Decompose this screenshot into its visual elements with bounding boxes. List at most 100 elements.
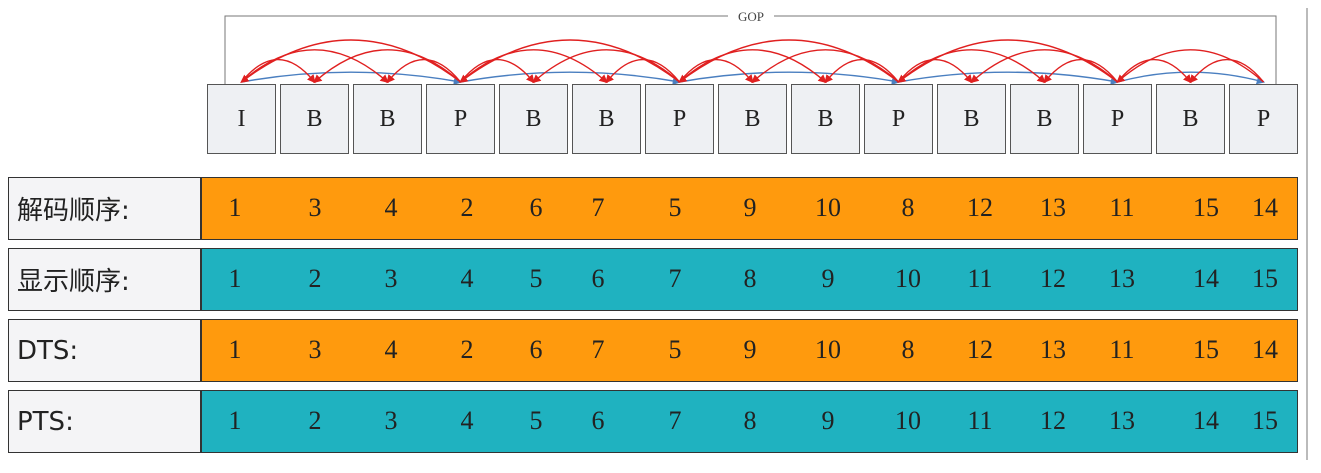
reference-arrow-red: [386, 59, 462, 84]
reference-arrow-red: [459, 59, 535, 84]
order-value: 3: [308, 335, 322, 364]
order-value: 2: [460, 335, 474, 364]
row-label: 解码顺序:: [8, 177, 201, 240]
order-value: 7: [591, 193, 605, 222]
frame-box: B: [353, 84, 422, 154]
order-value: 14: [1193, 406, 1219, 435]
frame-box: B: [718, 84, 787, 154]
order-value: 4: [460, 264, 474, 293]
reference-arrow-blue: [1117, 71, 1266, 85]
reference-arrows: [240, 39, 1266, 85]
order-value: 7: [668, 406, 682, 435]
reference-arrow-blue: [460, 71, 682, 85]
reference-arrow-blue: [241, 71, 463, 85]
order-value: 13: [1109, 406, 1135, 435]
reference-arrow-red: [678, 59, 754, 84]
order-value: 3: [308, 193, 322, 222]
frame-box: B: [572, 84, 641, 154]
order-value: 9: [743, 335, 757, 364]
order-value: 15: [1193, 193, 1219, 222]
order-value: 7: [668, 264, 682, 293]
order-value: 15: [1252, 264, 1278, 293]
reference-arrow-red: [679, 49, 827, 84]
order-value: 5: [668, 335, 682, 364]
order-value: 4: [384, 335, 398, 364]
frame-box: B: [937, 84, 1006, 154]
reference-arrow-red: [532, 49, 680, 84]
reference-arrow-blue: [679, 71, 901, 85]
order-value: 8: [901, 335, 915, 364]
order-value: 9: [821, 406, 835, 435]
order-value: 4: [460, 406, 474, 435]
reference-arrow-red: [1189, 59, 1265, 84]
frame-box: B: [280, 84, 349, 154]
reference-arrow-red: [897, 59, 973, 84]
order-value: 2: [308, 406, 322, 435]
order-value: 12: [1040, 264, 1066, 293]
order-value: 7: [591, 335, 605, 364]
order-value: 1: [228, 193, 242, 222]
order-value: 14: [1252, 193, 1278, 222]
reference-arrow-red: [897, 39, 1118, 84]
order-value: 13: [1040, 335, 1066, 364]
order-value: 14: [1193, 264, 1219, 293]
order-value: 5: [529, 264, 543, 293]
row-label: DTS:: [8, 319, 201, 382]
reference-arrow-red: [1043, 59, 1119, 84]
order-value: 3: [384, 406, 398, 435]
reference-arrow-red: [970, 49, 1118, 84]
reference-arrow-red: [459, 39, 680, 84]
order-value: 13: [1040, 193, 1066, 222]
order-value: 11: [967, 264, 993, 293]
order-value: 14: [1252, 335, 1278, 364]
order-value: 2: [460, 193, 474, 222]
row-label: 显示顺序:: [8, 248, 201, 311]
reference-arrow-red: [240, 59, 316, 84]
row-label: PTS:: [8, 390, 201, 453]
reference-arrow-red: [1116, 49, 1264, 84]
order-value: 11: [1109, 193, 1135, 222]
gop-label-bg: [728, 8, 774, 24]
order-value: 6: [529, 193, 543, 222]
order-value: 6: [591, 264, 605, 293]
frame-box: B: [1156, 84, 1225, 154]
reference-arrow-red: [241, 49, 389, 84]
frame-box: B: [791, 84, 860, 154]
reference-arrow-red: [313, 49, 461, 84]
reference-arrow-red: [824, 59, 900, 84]
gop-label: GOP: [738, 9, 764, 24]
order-value: 1: [228, 264, 242, 293]
frame-box: P: [1083, 84, 1152, 154]
order-value: 10: [895, 406, 921, 435]
order-value: 11: [967, 406, 993, 435]
order-value: 11: [1109, 335, 1135, 364]
frame-box: P: [1229, 84, 1298, 154]
reference-arrow-red: [240, 39, 461, 84]
reference-arrow-red: [898, 49, 1046, 84]
order-value: 9: [821, 264, 835, 293]
gop-reference-diagram: GOP: [224, 8, 1277, 85]
frame-box: I: [207, 84, 276, 154]
order-value: 12: [1040, 406, 1066, 435]
order-value: 10: [815, 193, 841, 222]
frame-box: B: [1010, 84, 1079, 154]
order-value: 5: [529, 406, 543, 435]
frame-box: P: [426, 84, 495, 154]
order-value: 6: [529, 335, 543, 364]
order-value: 15: [1252, 406, 1278, 435]
order-value: 13: [1109, 264, 1135, 293]
reference-arrow-red: [460, 49, 608, 84]
order-value: 10: [895, 264, 921, 293]
reference-arrow-red: [751, 49, 899, 84]
frame-box: P: [645, 84, 714, 154]
order-value: 10: [815, 335, 841, 364]
order-value: 8: [901, 193, 915, 222]
reference-arrow-blue: [898, 71, 1120, 85]
order-value: 6: [591, 406, 605, 435]
frame-box: P: [864, 84, 933, 154]
